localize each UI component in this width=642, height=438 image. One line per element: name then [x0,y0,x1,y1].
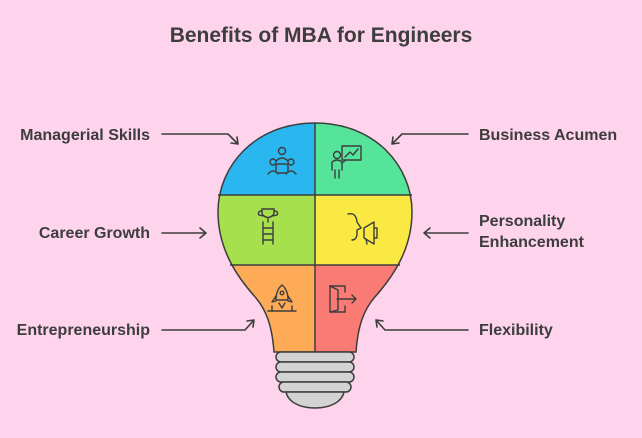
label-career-growth: Career Growth [38,225,150,242]
arrow-managerial-skills [161,133,239,145]
arrow-flexibility [375,319,469,331]
label-personality-line1: Personality [479,213,566,230]
arrow-personality-enhancement [423,227,469,239]
arrow-entrepreneurship [161,319,255,331]
arrow-business-acumen [391,133,469,145]
label-entrepreneurship: Entrepreneurship [16,322,150,339]
arrow-career-growth [161,227,207,239]
segment-managerial-skills [218,123,315,195]
megaphone-head-icon [347,212,378,245]
trophy-ladder-icon [257,208,279,245]
bulb-base [275,351,355,409]
presenter-chart-icon [331,145,362,179]
segment-business-acumen [315,123,412,195]
rocket-launch-icon [267,284,297,312]
segment-entrepreneurship [218,265,315,352]
segment-career-growth [218,195,315,265]
door-exit-icon [329,285,357,313]
label-managerial-skills: Managerial Skills [20,127,150,144]
segment-personality-enhancement [315,195,412,265]
label-business-acumen: Business Acumen [479,127,618,144]
meeting-table-icon [267,146,297,175]
label-flexibility: Flexibility [479,322,553,339]
diagram-title: Benefits of MBA for Engineers [169,24,473,47]
label-personality-line2: Enhancement [479,234,584,251]
label-personality-enhancement: Personality Enhancement [479,211,584,253]
